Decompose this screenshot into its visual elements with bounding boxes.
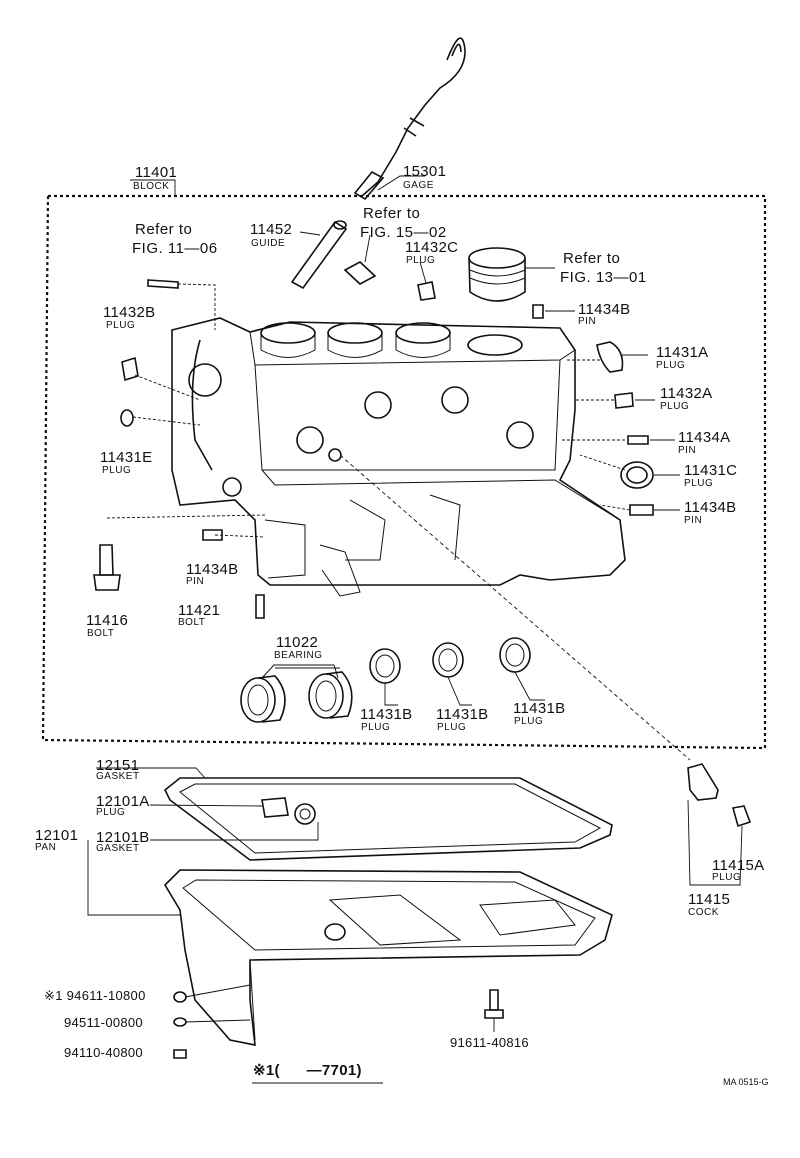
label-gasket-12101b-name: GASKET (96, 843, 140, 854)
fastener-3: 94110-40800 (64, 1045, 143, 1060)
pan-gasket (163, 777, 613, 861)
block-boundary (41, 194, 767, 750)
ref-1502-line1: Refer to (363, 205, 421, 222)
fastener-2: 94511-00800 (64, 1015, 143, 1030)
label-block-number: 11401 (135, 164, 178, 181)
label-bolt-11416-name: BOLT (87, 628, 115, 639)
label-pin-11434b-top-name: PIN (578, 316, 597, 327)
label-plug-11432c-number: 11432C (405, 239, 459, 256)
label-guide-number: 11452 (250, 221, 293, 238)
label-plug-11431b-2-number: 11431B (436, 706, 489, 723)
label-plug-11415a-name: PLUG (712, 872, 742, 883)
label-guide-name: GUIDE (251, 238, 286, 249)
label-gasket-12151-name: GASKET (96, 771, 140, 782)
label-plug-11431b-1-name: PLUG (361, 722, 391, 733)
label-plug-11415a-number: 11415A (712, 857, 765, 874)
label-plug-11431e-number: 11431E (100, 449, 153, 466)
label-plug-11431a-number: 11431A (656, 344, 709, 361)
label-gasket-12101b-number: 12101B (96, 829, 150, 846)
label-plug-11431a-name: PLUG (656, 360, 686, 371)
label-plug-11431b-1-number: 11431B (360, 706, 413, 723)
applicability-note: ※1( —7701) (253, 1062, 362, 1079)
label-block-name: BLOCK (133, 181, 170, 192)
ref-1301-line2: FIG. 13—01 (560, 269, 647, 286)
label-plug-11432c-name: PLUG (406, 255, 436, 266)
label-bearing-number: 11022 (276, 634, 319, 651)
label-plug-11431c-name: PLUG (684, 478, 714, 489)
label-plug-11432b-name: PLUG (106, 320, 136, 331)
leader-lines (106, 359, 691, 761)
label-leaders (87, 175, 680, 916)
label-gage-name: GAGE (403, 180, 434, 191)
cylinder-block (171, 317, 626, 597)
label-bolt-11421-name: BOLT (178, 617, 206, 628)
label-plug-11431b-3-number: 11431B (513, 700, 566, 717)
label-plug-11431c-number: 11431C (684, 462, 738, 479)
label-gasket-12151-number: 12151 (96, 757, 140, 774)
small-parts (93, 304, 654, 619)
fastener-1: ※1 94611-10800 (44, 988, 146, 1003)
ref-1301-line1: Refer to (563, 250, 621, 267)
label-plug-12101a-name: PLUG (96, 807, 126, 818)
ref-1502-line2: FIG. 15—02 (360, 224, 447, 241)
drain-cock-part (687, 763, 752, 886)
bearing-parts (240, 637, 545, 723)
ref-1106-line2: FIG. 11—06 (132, 240, 218, 257)
label-plug-11431b-2-name: PLUG (437, 722, 467, 733)
label-pin-11434b-top-number: 11434B (578, 301, 631, 318)
fitting-part (343, 261, 436, 301)
label-pin-11434a-number: 11434A (678, 429, 731, 446)
label-cock-name: COCK (688, 907, 719, 918)
label-pin-11434b-left-name: PIN (186, 576, 205, 587)
guide-part (290, 220, 348, 290)
label-pin-11434a-name: PIN (678, 445, 697, 456)
stud-bolt (147, 279, 179, 289)
label-bolt-11416-number: 11416 (86, 612, 129, 629)
diagram-code: MA 0515-G (723, 1077, 769, 1087)
fastener-parts (173, 984, 504, 1059)
label-plug-11431b-3-name: PLUG (514, 716, 544, 727)
label-cock-number: 11415 (688, 891, 731, 908)
label-plug-12101a-number: 12101A (96, 793, 150, 810)
label-bearing-name: BEARING (274, 650, 323, 661)
label-plug-11432b-number: 11432B (103, 304, 156, 321)
label-pin-11434b-left-number: 11434B (186, 561, 239, 578)
label-pan-number: 12101 (35, 827, 79, 844)
fastener-4: 91611-40816 (450, 1035, 529, 1050)
label-bolt-11421-number: 11421 (178, 602, 221, 619)
oil-pan (163, 869, 613, 1046)
ref-1106-line1: Refer to (135, 221, 193, 238)
gage-part (353, 37, 466, 201)
label-pin-11434b-right-number: 11434B (684, 499, 737, 516)
label-plug-11432a-name: PLUG (660, 401, 690, 412)
label-pin-11434b-right-name: PIN (684, 515, 703, 526)
label-gage-number: 15301 (403, 163, 447, 180)
piston-part (468, 247, 526, 302)
label-pan-name: PAN (35, 842, 57, 853)
drain-plug-part (261, 797, 316, 825)
label-plug-11432a-number: 11432A (660, 385, 713, 402)
label-plug-11431e-name: PLUG (102, 465, 132, 476)
